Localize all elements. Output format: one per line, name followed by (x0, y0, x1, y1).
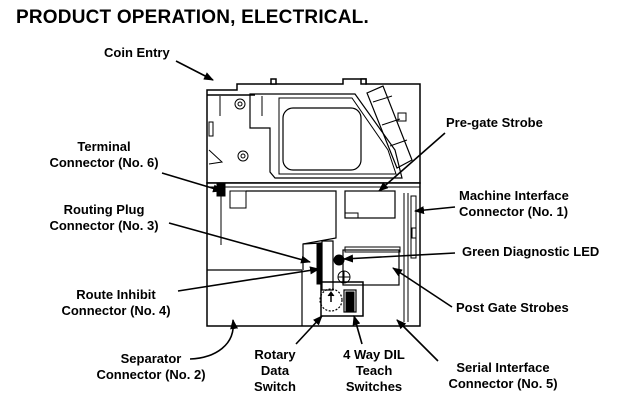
arrow-coin-entry (175, 60, 214, 81)
label-line: Separator (120, 351, 182, 366)
label-rotary-switch: Rotary Data Switch (245, 347, 305, 395)
label-coin-entry-text: Coin Entry (104, 45, 170, 60)
label-line: Machine Interface (459, 188, 569, 203)
arrow-pregate (378, 132, 446, 192)
label-machine-interface: Machine Interface Connector (No. 1) (459, 188, 569, 220)
label-line: Switch (254, 379, 296, 394)
arrow-separator (189, 319, 239, 360)
arrow-terminal (161, 172, 223, 193)
label-line: Serial Interface (456, 360, 550, 375)
label-green-led: Green Diagnostic LED (462, 244, 599, 260)
arrow-post-gate (392, 267, 453, 308)
label-line: Green Diagnostic LED (462, 244, 600, 259)
label-line: Teach (355, 363, 393, 378)
dil-switches-graphic (343, 289, 357, 313)
label-dil-switches: 4 Way DIL Teach Switches (334, 347, 414, 395)
label-line: Connector (No. 3) (49, 218, 159, 233)
rotary-data-switch-graphic (319, 288, 343, 312)
label-line: Post Gate Strobes (456, 300, 569, 315)
label-coin-entry: Coin Entry (104, 45, 170, 61)
label-line: 4 Way DIL (343, 347, 405, 362)
label-line: Route Inhibit (76, 287, 156, 302)
label-line: Connector (No. 1) (459, 204, 569, 219)
label-pregate: Pre-gate Strobe (446, 115, 543, 131)
label-line: Connector (No. 5) (448, 376, 558, 391)
label-line: Connector (No. 4) (61, 303, 171, 318)
label-line: Routing Plug (63, 202, 145, 217)
label-line: Pre-gate Strobe (446, 115, 543, 130)
label-separator-connector: Separator Connector (No. 2) (90, 351, 212, 383)
label-line: Switches (345, 379, 403, 394)
page-title: PRODUCT OPERATION, ELECTRICAL. (16, 7, 369, 28)
label-terminal-connector: Terminal Connector (No. 6) (44, 139, 164, 171)
arrow-route-inhibit (177, 266, 320, 292)
label-line: Data (260, 363, 290, 378)
arrow-green-led (343, 252, 456, 263)
label-routing-plug: Routing Plug Connector (No. 3) (44, 202, 164, 234)
label-post-gate: Post Gate Strobes (456, 300, 569, 316)
mechanism-outline (206, 78, 421, 327)
arrow-rotary (295, 315, 323, 345)
arrow-dil (352, 315, 363, 345)
label-serial-interface: Serial Interface Connector (No. 5) (438, 360, 568, 392)
arrow-serial (396, 319, 439, 362)
label-route-inhibit: Route Inhibit Connector (No. 4) (55, 287, 177, 319)
arrow-routing-plug (168, 222, 311, 264)
label-line: Rotary (254, 347, 296, 362)
label-line: Terminal (77, 139, 131, 154)
label-line: Connector (No. 6) (49, 155, 159, 170)
leader-lines (161, 60, 456, 362)
arrow-machine-interface (414, 206, 456, 215)
label-line: Connector (No. 2) (96, 367, 206, 382)
